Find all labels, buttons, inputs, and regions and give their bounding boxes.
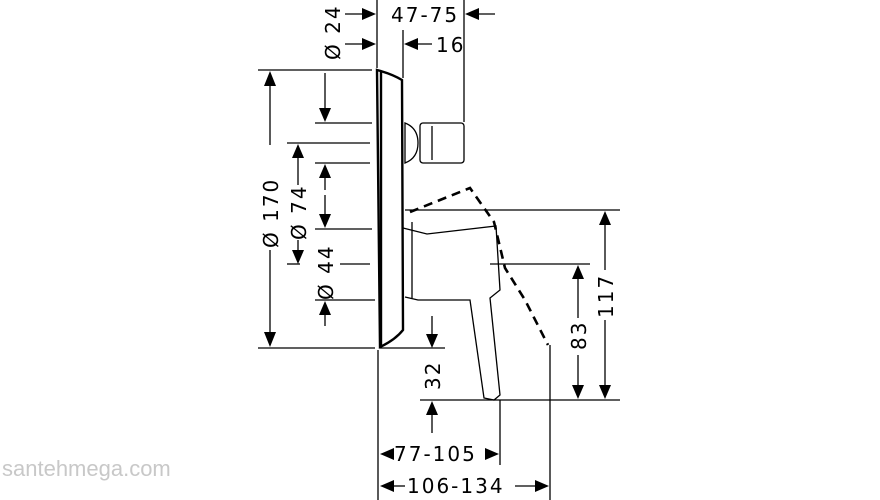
mixer-lever — [402, 222, 501, 401]
dim-lever-depth: 77-105 — [394, 442, 477, 466]
dim-lever-height-117: 117 — [594, 274, 618, 318]
dimension-lines — [264, 8, 611, 492]
lever-open-position — [409, 186, 550, 346]
dim-plate-diameter: Ø 170 — [259, 178, 283, 248]
extension-lines — [258, 0, 620, 500]
dim-flange-diameter: Ø 24 — [321, 4, 345, 60]
dim-stop-projection: 16 — [436, 33, 465, 57]
diverter-valve — [404, 122, 465, 164]
dim-lever-clearance: 32 — [421, 361, 445, 390]
cover-plate — [375, 68, 405, 349]
dim-lever-height-83: 83 — [567, 321, 591, 350]
dim-inner-diameter-44: Ø 44 — [314, 244, 338, 300]
dim-lever-depth-open: 106-134 — [407, 474, 505, 498]
dim-inner-diameter-74: Ø 74 — [287, 184, 311, 240]
watermark: santehmega.com — [2, 456, 171, 481]
dim-projection-range: 47-75 — [391, 3, 459, 27]
